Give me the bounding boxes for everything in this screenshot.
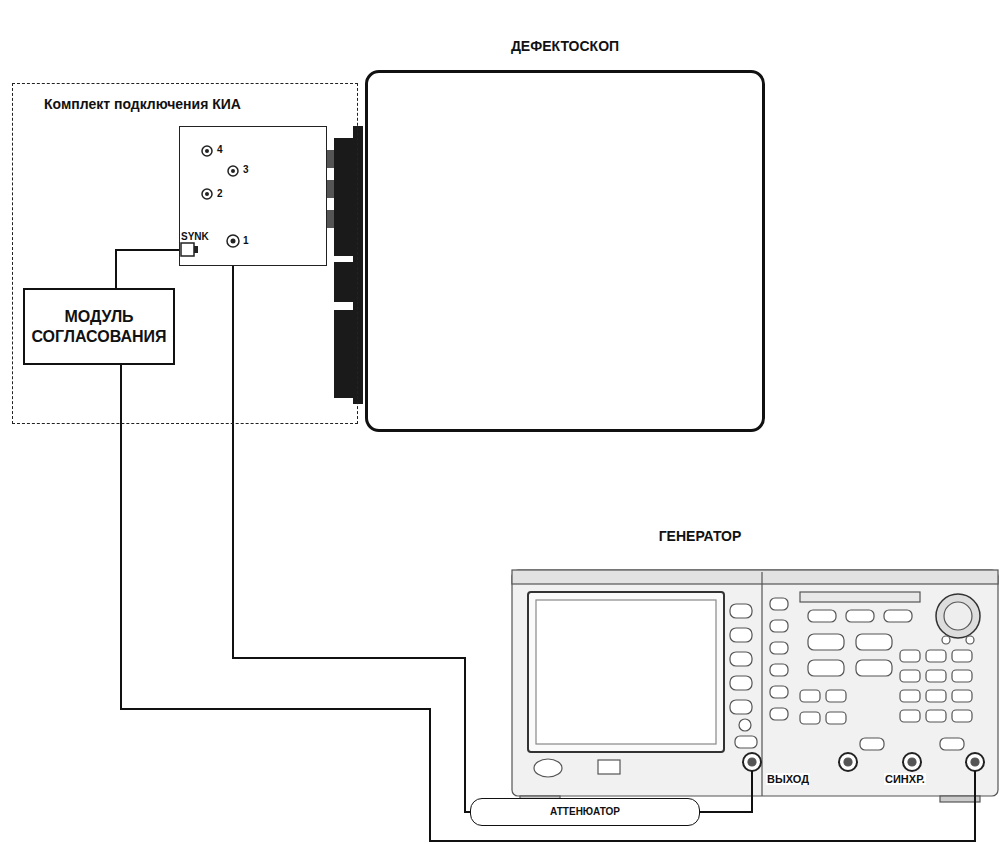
flaw-detector: ДЕФЕКТОСКОП [365,38,765,432]
kit-group: Комплект подключения КИА 4 3 2 1 SYNK МОДУЛЬ С… [12,83,358,424]
device-heading: ДЕФЕКТОСКОП [365,38,765,54]
port-label: СИНХР. [884,773,926,785]
pin-label: 2 [217,188,223,199]
pin-label: 4 [217,144,223,155]
cable-connector [700,771,752,812]
cable-connector [116,250,179,288]
device-heading: ГЕНЕРАТОР [510,528,890,544]
matching-module: МОДУЛЬ СОГЛАСОВАНИЯ [23,288,175,365]
pin-label: 1 [243,235,249,246]
generator: ГЕНЕРАТОР [510,528,998,800]
pin-symbols [179,126,327,266]
box-label: МОДУЛЬ СОГЛАСОВАНИЯ [25,307,173,347]
box-label: АТТЕНЮАТОР [550,806,620,819]
attenuator: АТТЕНЮАТОР [470,798,700,826]
group-label: Комплект подключения КИА [44,96,241,112]
device-frame [365,70,765,432]
pin-label: SYNK [181,231,209,242]
cable-connector [233,248,470,812]
adapter-board: 4 3 2 1 SYNK [179,126,327,266]
pin-label: 3 [243,164,249,175]
port-label: ВЫХОД [766,773,810,785]
cable-connector [121,365,975,841]
generator-illustration [512,570,998,802]
